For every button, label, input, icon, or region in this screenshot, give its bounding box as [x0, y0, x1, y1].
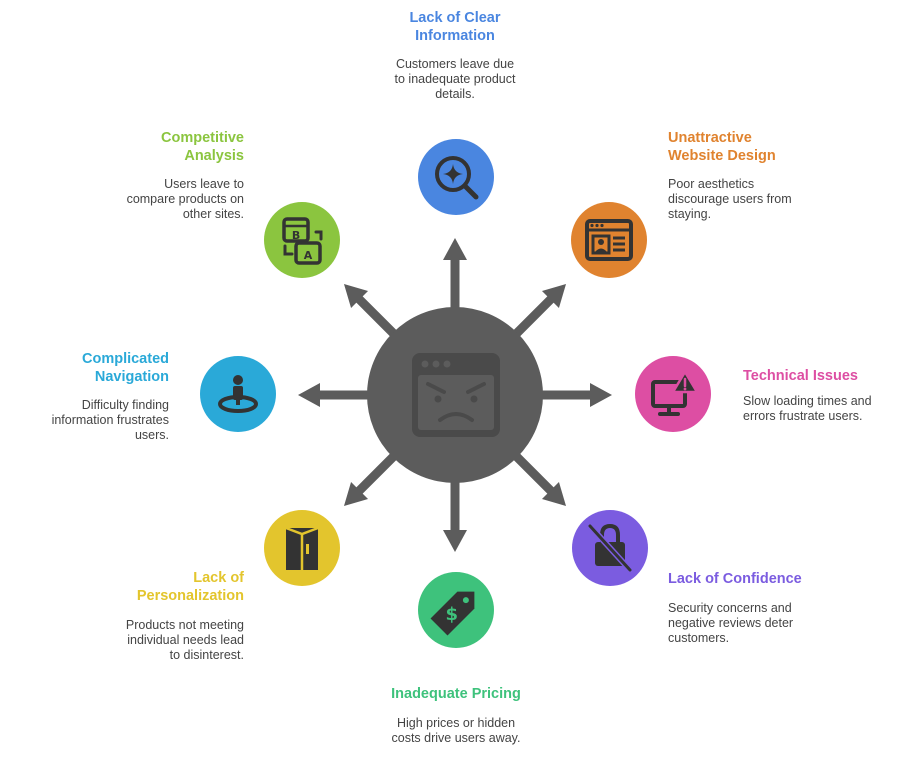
lock-slash-icon — [587, 523, 633, 573]
node-description: Slow loading times and errors frustrate … — [743, 394, 872, 423]
location-person-icon — [218, 375, 258, 413]
node-description: Difficulty finding information frustrate… — [51, 398, 169, 442]
arrow-lack-of-personalization — [343, 448, 402, 507]
node-title: Lack of Clear Information — [409, 10, 501, 44]
arrow-technical-issues — [535, 383, 612, 407]
arrows-group — [298, 238, 612, 552]
node-description: Poor aesthetics discourage users from st… — [668, 177, 792, 221]
label-competitive-analysis: Competitive Analysis Users leave to comp… — [84, 129, 244, 222]
svg-text:A: A — [304, 249, 313, 262]
arrow-complicated-navigation — [298, 383, 375, 407]
webpage-layout-icon — [585, 219, 633, 261]
svg-text:B: B — [292, 229, 300, 242]
node-title: Complicated Navigation — [81, 351, 169, 385]
node-title: Lack of Confidence — [668, 571, 802, 587]
node-title: Inadequate Pricing — [391, 686, 521, 702]
compare-ab-icon: B A — [282, 217, 323, 265]
node-title: Lack of Personalization — [136, 570, 244, 604]
node-circle-technical-issues — [635, 356, 711, 432]
node-description: Products not meeting individual needs le… — [125, 618, 244, 662]
node-title: Competitive Analysis — [161, 130, 244, 164]
arrow-lack-of-confidence — [508, 448, 567, 507]
node-description: Security concerns and negative reviews d… — [668, 601, 794, 645]
node-title: Unattractive Website Design — [668, 130, 776, 164]
node-description: High prices or hidden costs drive users … — [391, 716, 521, 745]
arrow-inadequate-pricing — [443, 475, 467, 552]
arrow-competitive-analysis — [343, 283, 402, 342]
label-inadequate-pricing: Inadequate Pricing High prices or hidden… — [366, 685, 546, 746]
angry-browser-window-icon — [412, 353, 500, 437]
label-complicated-navigation: Complicated Navigation Difficulty findin… — [20, 350, 169, 443]
price-tag-dollar-icon: $ — [430, 591, 475, 636]
svg-text:$: $ — [445, 604, 458, 625]
label-technical-issues: Technical Issues Slow loading times and … — [743, 367, 903, 424]
label-unattractive-website-design: Unattractive Website Design Poor aesthet… — [668, 129, 858, 222]
label-lack-of-personalization: Lack of Personalization Products not mee… — [74, 569, 244, 663]
monitor-warning-icon — [651, 370, 699, 416]
node-title: Technical Issues — [743, 368, 858, 384]
central-hub — [367, 307, 543, 483]
node-description: Customers leave due to inadequate produc… — [394, 57, 516, 101]
arrow-lack-of-clear-information — [443, 238, 467, 315]
cabinet-icon — [285, 526, 319, 570]
arrow-unattractive-website-design — [508, 283, 567, 342]
search-sparkle-icon — [435, 156, 479, 200]
node-description: Users leave to compare products on other… — [126, 177, 244, 221]
label-lack-of-confidence: Lack of Confidence Security concerns and… — [668, 570, 858, 646]
label-lack-of-clear-information: Lack of Clear Information Customers leav… — [374, 9, 536, 102]
